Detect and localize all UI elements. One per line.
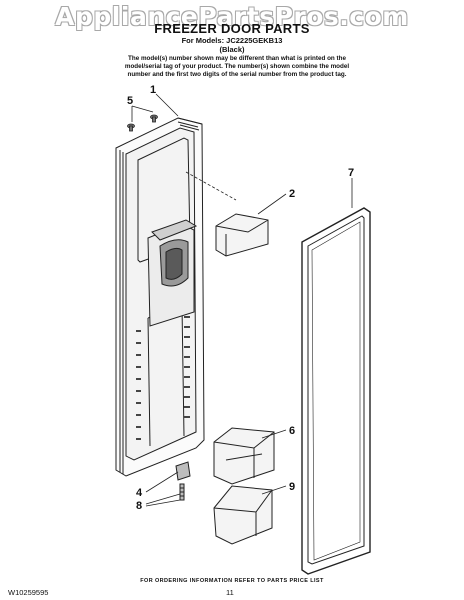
callout-part-7: 7 (348, 167, 354, 179)
callout-part-5: 5 (127, 95, 133, 107)
document-id: W10259595 (8, 588, 49, 597)
leader-line-dashed (185, 171, 237, 201)
callout-leaders (131, 93, 353, 507)
note-line-2: model/serial tag of your product. The nu… (124, 63, 350, 70)
note-line-3: number and the first two digits of the s… (127, 71, 347, 78)
model-note: The model(s) number shown may be differe… (112, 55, 362, 79)
callout-part-6: 6 (289, 425, 295, 437)
dispenser-housing (147, 219, 198, 327)
door-hinge (175, 461, 191, 501)
screw-parts (127, 114, 158, 132)
door-shelf-bin-small (215, 213, 269, 257)
color-line: (Black) (219, 45, 245, 54)
callout-part-1: 1 (150, 84, 156, 96)
page-title: FREEZER DOOR PARTS (154, 21, 310, 36)
door-gasket (301, 207, 371, 575)
note-line-1: The model(s) number shown may be differe… (128, 55, 346, 62)
door-bin-medium (213, 427, 275, 485)
page-number: 11 (226, 588, 234, 597)
callout-part-4: 4 (136, 487, 143, 499)
callout-part-2: 2 (289, 188, 295, 200)
model-info: For Models: JC2225GEKB13 (Black) (0, 36, 464, 54)
callout-part-8: 8 (136, 500, 142, 512)
models-line: For Models: JC2225GEKB13 (181, 36, 283, 45)
ordering-info: FOR ORDERING INFORMATION REFER TO PARTS … (140, 578, 324, 584)
door-bin-large (213, 485, 273, 545)
watermark: AppliancePartsPros.com (55, 2, 409, 31)
callout-part-9: 9 (289, 481, 295, 493)
